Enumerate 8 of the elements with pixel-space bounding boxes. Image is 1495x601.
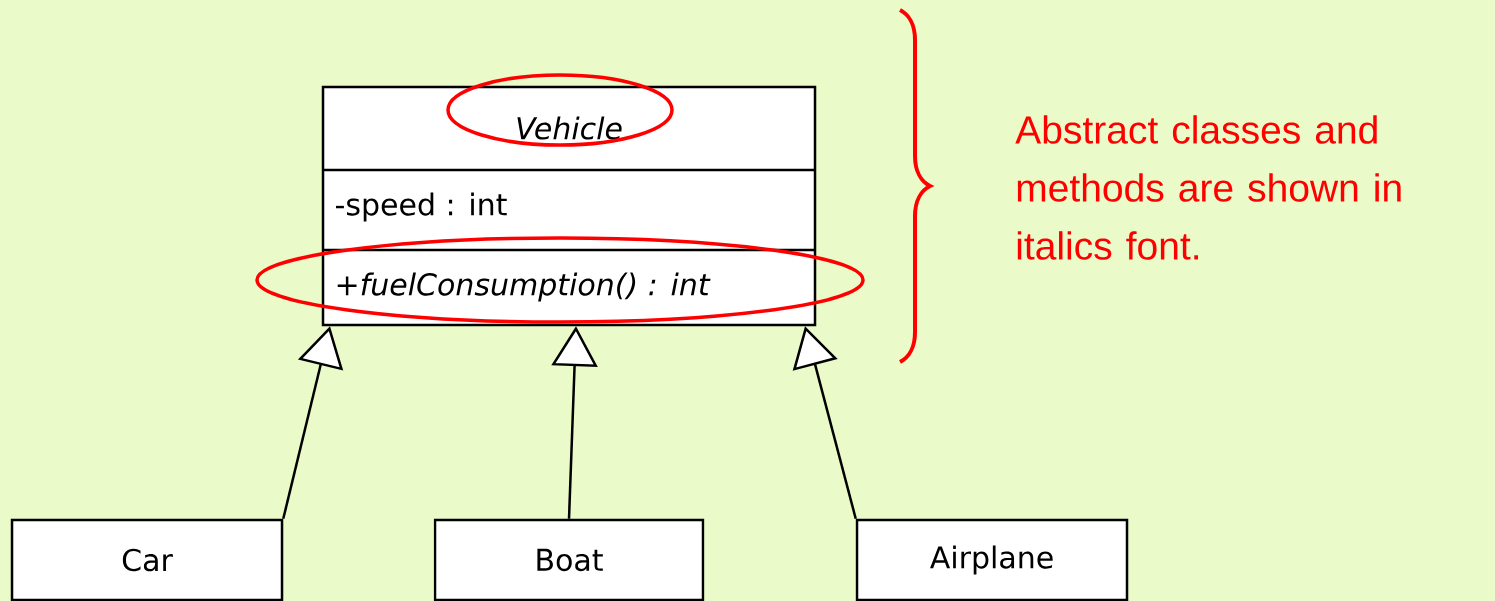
attribute-text: -speed : int xyxy=(336,192,507,222)
note-text: Abstract classes and methods are shown in italics font. xyxy=(1015,115,1401,260)
class-box: Car xyxy=(10,518,284,601)
method-text: +fuelConsumption() : int xyxy=(337,272,711,302)
class-name: Vehicle xyxy=(517,116,622,140)
class-box xyxy=(321,85,817,327)
class-box: Airplane xyxy=(855,518,1129,601)
class-box: Boat xyxy=(433,518,705,601)
